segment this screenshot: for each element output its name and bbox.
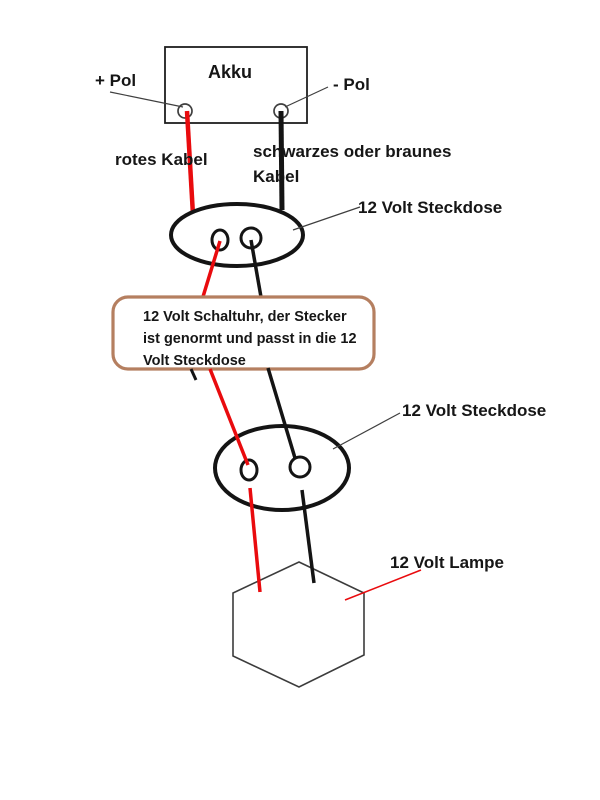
black-wire-battery <box>278 110 285 211</box>
socket-top-pin-left <box>210 228 230 252</box>
socket-top-label: 12 Volt Steckdose <box>358 198 502 217</box>
timer-text-line3: Volt Steckdose <box>143 353 246 369</box>
socket-bottom-pin-right <box>288 455 312 479</box>
socket-bottom-label: 12 Volt Steckdose <box>402 401 546 420</box>
black-cable-label-line2: Kabel <box>253 167 299 186</box>
minus-pol-label: - Pol <box>333 75 370 94</box>
red-wire-socket2-to-lamp <box>248 487 262 593</box>
red-wire-socket1-to-timer <box>200 240 222 301</box>
timer-text-line2: ist genormt und passt in die 12 <box>143 331 357 347</box>
black-wire-socket1-to-timer <box>249 239 263 298</box>
battery-label: Akku <box>208 62 252 82</box>
pointer-line-minus-pol <box>284 86 329 108</box>
plus-pol-label: + Pol <box>95 71 136 90</box>
red-wire-timer-to-socket2 <box>208 368 250 466</box>
pointer-line-plus-pol <box>109 91 184 108</box>
socket-top-ellipse <box>169 202 305 268</box>
timer-text-line1: 12 Volt Schaltuhr, der Stecker <box>143 309 347 325</box>
lamp-label: 12 Volt Lampe <box>390 553 504 572</box>
stray-mark <box>189 368 198 381</box>
pointer-line-socket-top <box>292 206 361 231</box>
pointer-line-socket-bottom <box>332 412 401 450</box>
lamp-hexagon <box>232 561 365 688</box>
black-wire-timer-to-socket2 <box>266 367 297 459</box>
pointer-line-lamp <box>344 569 422 601</box>
timer-box <box>111 295 376 371</box>
black-cable-label-line1: schwarzes oder braunes <box>253 142 451 161</box>
socket-bottom-ellipse <box>213 424 351 512</box>
red-cable-label: rotes Kabel <box>115 150 208 169</box>
black-wire-socket2-to-lamp <box>300 489 316 584</box>
red-wire-battery <box>184 110 196 216</box>
socket-bottom-pin-left <box>239 458 259 482</box>
